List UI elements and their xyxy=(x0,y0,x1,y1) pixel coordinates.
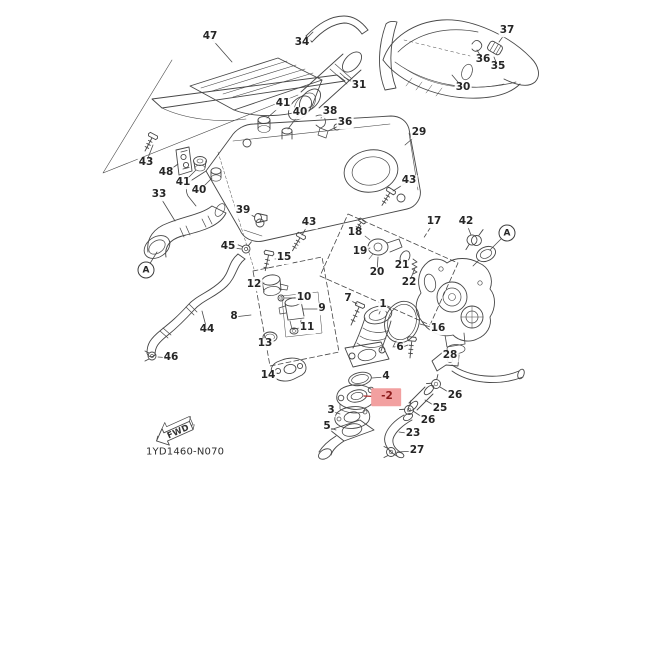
clamp-46 xyxy=(144,350,157,362)
callout-40: 40 xyxy=(291,106,309,119)
callout-31: 31 xyxy=(350,79,368,92)
callout-28: 28 xyxy=(441,349,459,362)
callout-26: 26 xyxy=(446,389,464,402)
injector-group-8 xyxy=(252,249,340,382)
callout-5: 5 xyxy=(322,420,332,433)
callout-43: 43 xyxy=(400,174,418,187)
callout-7: 7 xyxy=(343,292,353,305)
plug-39 xyxy=(254,213,268,223)
callout-14: 14 xyxy=(259,369,277,382)
pipe-25 xyxy=(407,384,435,412)
hose-44 xyxy=(146,253,246,358)
bolt-43-middle xyxy=(292,231,306,252)
callout-41: 41 xyxy=(174,176,192,189)
callout-47: 47 xyxy=(201,30,219,43)
bolt-7 xyxy=(350,301,366,326)
callout-23: 23 xyxy=(404,427,422,440)
bolt-43-right xyxy=(381,186,396,206)
air-duct-33 xyxy=(143,203,227,259)
callout-22: 22 xyxy=(400,276,418,289)
callout-30: 30 xyxy=(454,81,472,94)
callout-27: 27 xyxy=(408,444,426,457)
clamp-27 xyxy=(383,446,396,458)
callout-19: 19 xyxy=(351,245,369,258)
injector-cap-12 xyxy=(261,274,289,296)
callout-44: 44 xyxy=(198,323,216,336)
bolt-15 xyxy=(263,249,275,272)
callout-35: 35 xyxy=(489,60,507,73)
insulator-2 xyxy=(336,384,376,414)
callout-43: 43 xyxy=(300,216,318,229)
bracket-48 xyxy=(175,146,193,176)
callout-37: 37 xyxy=(498,24,516,37)
diagram-part-code: 1YD1460-N070 xyxy=(146,446,225,458)
callout-48: 48 xyxy=(157,166,175,179)
callout-12: 12 xyxy=(245,278,263,291)
callout-20: 20 xyxy=(368,266,386,279)
callout-16: 16 xyxy=(429,322,447,335)
callout-1: 1 xyxy=(378,298,388,311)
cap-a xyxy=(472,245,496,267)
callout-41: 41 xyxy=(274,97,292,110)
callout-40: 40 xyxy=(190,184,208,197)
callout-10: 10 xyxy=(295,291,313,304)
callout-3: 3 xyxy=(326,404,336,417)
callout-8: 8 xyxy=(229,310,239,323)
callout-25: 25 xyxy=(431,402,449,415)
callout-46: 46 xyxy=(162,351,180,364)
callout-17: 17 xyxy=(425,215,443,228)
body-cover-30 xyxy=(379,19,539,99)
callout-4: 4 xyxy=(381,370,391,383)
joint-5 xyxy=(318,419,375,460)
throttle-body xyxy=(415,258,495,354)
clamp-42 xyxy=(465,229,484,251)
callout-36: 36 xyxy=(336,116,354,129)
oring-11 xyxy=(289,327,299,335)
highlighted-callout-2: -2 xyxy=(371,388,401,406)
intake-duct-31 xyxy=(288,51,363,121)
callout-15: 15 xyxy=(275,251,293,264)
callout-6: 6 xyxy=(395,341,405,354)
callout-13: 13 xyxy=(256,337,274,350)
callout-29: 29 xyxy=(410,126,428,139)
hose-23 xyxy=(384,412,414,459)
callout-21: 21 xyxy=(393,259,411,272)
hose-right xyxy=(451,364,525,383)
spring-22 xyxy=(411,258,418,275)
intake-joint-1 xyxy=(344,305,393,368)
clamp-26-upper xyxy=(426,374,441,389)
fastener-cluster-35-36-37 xyxy=(471,39,503,56)
clamp-45 xyxy=(237,241,252,254)
grommet-41 xyxy=(193,156,207,172)
callout-42: 42 xyxy=(457,215,475,228)
connector-marker-a: A xyxy=(137,261,155,279)
callout-36: 36 xyxy=(474,53,492,66)
collar-40 xyxy=(210,167,222,182)
callout-38: 38 xyxy=(321,105,339,118)
callout-9: 9 xyxy=(317,302,327,315)
oring-10 xyxy=(277,294,285,302)
callout-34: 34 xyxy=(293,36,311,49)
callout-43: 43 xyxy=(137,156,155,169)
sensor-19-20 xyxy=(364,235,403,260)
callout-11: 11 xyxy=(298,321,316,334)
callout-18: 18 xyxy=(346,226,364,239)
callout-26: 26 xyxy=(419,414,437,427)
connector-marker-a: A xyxy=(498,224,516,242)
bolt-6 xyxy=(407,336,417,359)
bolt-43-left xyxy=(144,131,158,152)
callout-45: 45 xyxy=(219,240,237,253)
callout-33: 33 xyxy=(150,188,168,201)
panel-outline xyxy=(102,59,299,174)
screw-18 xyxy=(354,217,366,232)
callout-39: 39 xyxy=(234,204,252,217)
